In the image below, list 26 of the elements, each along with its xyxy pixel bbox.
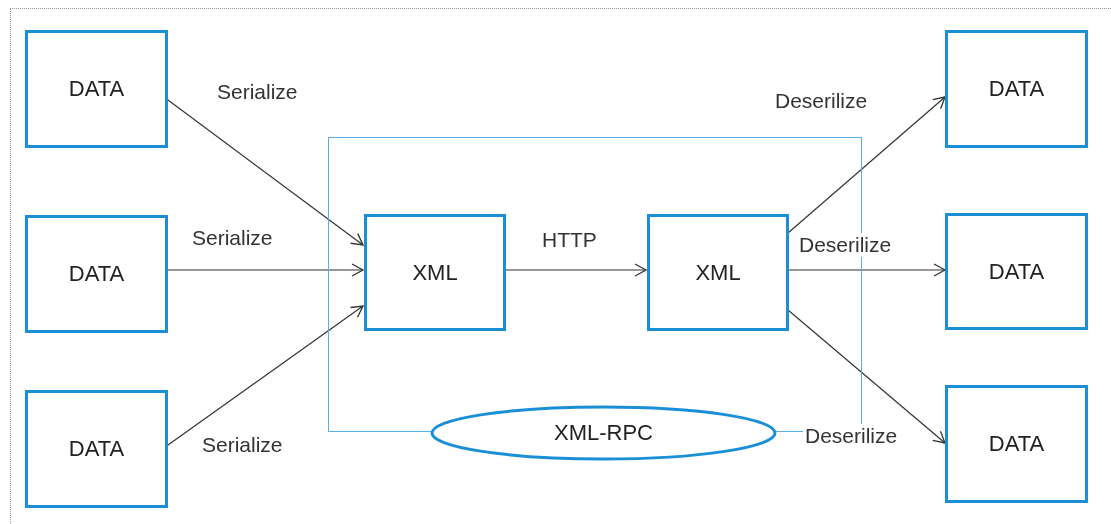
- process-box: [945, 213, 1088, 330]
- ellipse-node: [430, 405, 777, 461]
- node-text: DATA: [68, 261, 125, 287]
- arrow: [167, 99, 364, 246]
- process-box: [25, 215, 168, 333]
- process-box: [945, 30, 1088, 148]
- node-text: DATA: [68, 436, 125, 462]
- arrow: [787, 309, 946, 444]
- process-box: [25, 30, 168, 148]
- process-box: [25, 390, 168, 508]
- node-text: XML: [695, 259, 741, 286]
- arrow: [504, 263, 647, 277]
- process-box: [364, 214, 506, 331]
- node-text: DATA: [988, 76, 1045, 102]
- arrow: [787, 263, 946, 277]
- arrow: [167, 305, 364, 446]
- process-box: [945, 385, 1088, 503]
- node-text: DATA: [988, 258, 1045, 285]
- arrow: [167, 263, 364, 277]
- node-text: XML-RPC: [554, 420, 653, 446]
- edge-label: Deserilize: [797, 233, 894, 257]
- process-box: [647, 214, 789, 331]
- node-text: DATA: [988, 431, 1045, 457]
- node-text: DATA: [68, 76, 125, 102]
- arrow: [787, 96, 946, 234]
- node-text: XML: [412, 259, 458, 286]
